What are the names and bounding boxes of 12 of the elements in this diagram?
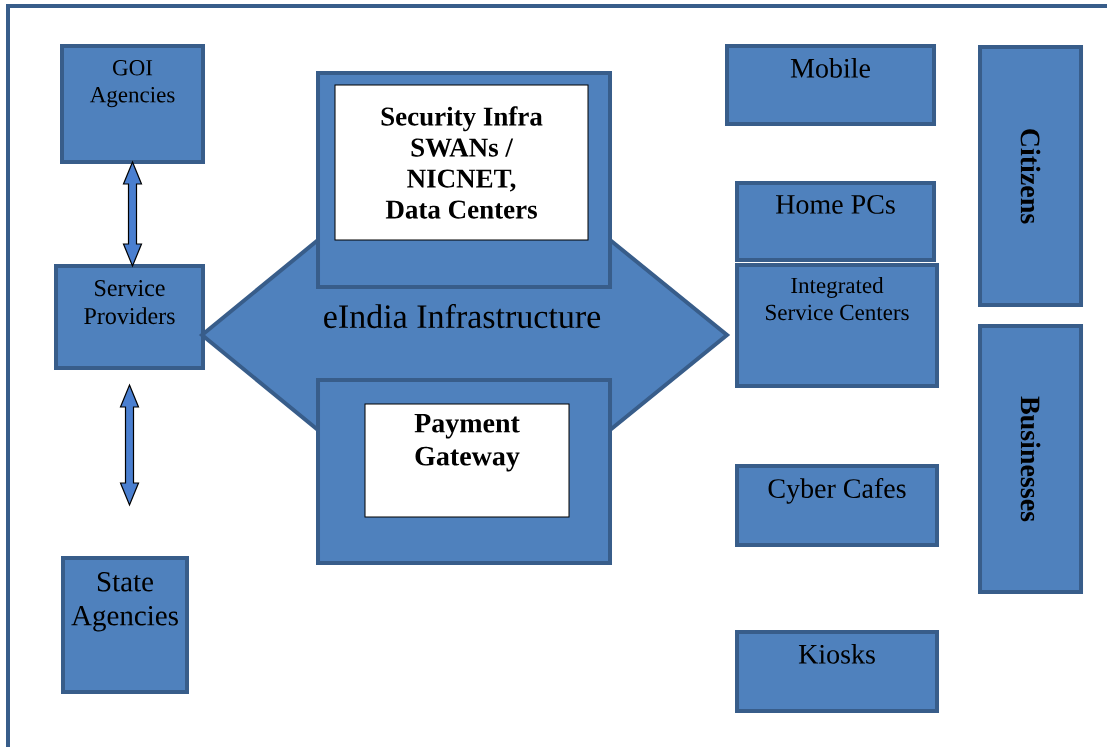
label-box: Cyber Cafes: [735, 464, 939, 547]
vertical-box: Businesses: [978, 324, 1083, 594]
text-box: Payment Gateway: [364, 403, 570, 518]
label-box: Mobile: [725, 44, 936, 126]
label-box: Kiosks: [735, 630, 939, 713]
label-box: Service Providers: [54, 264, 205, 370]
label-box: GOI Agencies: [60, 44, 205, 164]
vertical-box: Citizens: [978, 45, 1083, 307]
text-box: Security Infra SWANs / NICNET, Data Centers: [334, 84, 589, 241]
label-box: Integrated Service Centers: [735, 263, 939, 388]
label-box: State Agencies: [61, 556, 189, 694]
label-box: Home PCs: [735, 181, 936, 262]
